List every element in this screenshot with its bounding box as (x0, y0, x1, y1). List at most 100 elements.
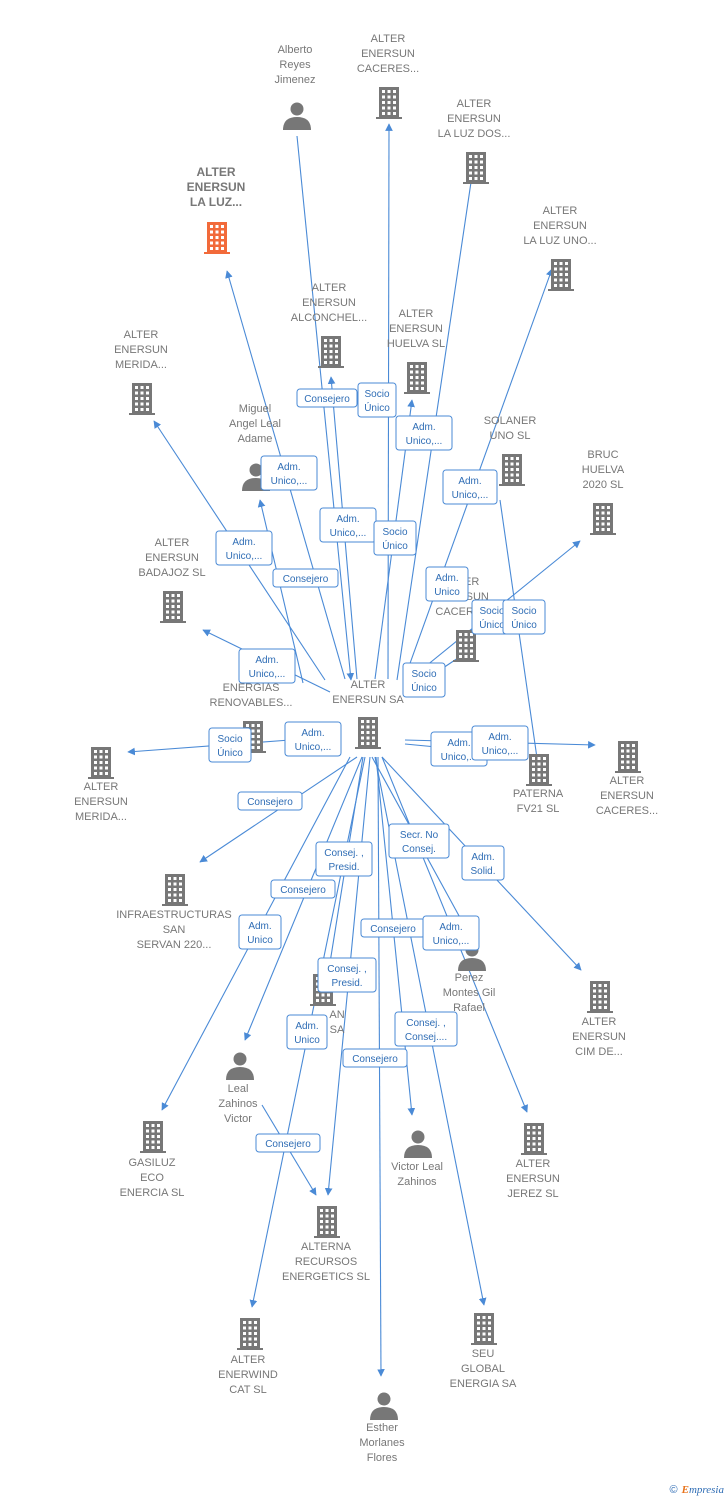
edge-label-box (502, 599, 546, 635)
node-label-line: Victor (224, 1113, 252, 1125)
node-label-line: CAT SL (229, 1384, 267, 1396)
node-n-merida-top[interactable]: ALTERENERSUNMERIDA... (114, 329, 168, 415)
building-icon (615, 741, 641, 773)
node-label-line: HUELVA (582, 464, 625, 476)
node-label-line: UNO SL (490, 430, 531, 442)
edge-label-text: Único (364, 401, 390, 414)
edge-label-text: Unico (247, 935, 273, 946)
building-icon (521, 1123, 547, 1155)
edge-label-text: Unico,... (441, 752, 478, 763)
edge-label-text: Consejero (370, 924, 416, 935)
edge-label-box (238, 648, 296, 684)
node-label-line: Adame (238, 433, 273, 445)
edge-label-text: Adm. (439, 922, 462, 933)
node-label-line: ECO (140, 1172, 164, 1184)
edge-label-text: Unico (294, 1035, 320, 1046)
node-n-bruc[interactable]: BRUC HUELVA 2020 SL (582, 449, 625, 535)
node-n-enerwind[interactable]: ALTER ENERWIND CAT SL (218, 1318, 278, 1396)
building-icon (162, 874, 188, 906)
edge-label-box (395, 415, 453, 451)
building-icon (587, 981, 613, 1013)
node-label-line: CACERES... (357, 63, 419, 75)
edge-label-box (394, 1011, 458, 1047)
building-icon (88, 747, 114, 779)
edge-label-text: Adm. (447, 738, 470, 749)
footer-credit[interactable]: ©Empresia (670, 1484, 725, 1496)
node-label-line: PATERNA (513, 788, 564, 800)
edge-label-box (373, 520, 417, 556)
edge-label-text: Socio (382, 527, 407, 538)
node-label-line: Jimenez (275, 74, 316, 86)
node-label-line: ENERSUN (389, 323, 443, 335)
node-label-line: 2020 SL (583, 479, 624, 491)
edge-label-box (296, 388, 358, 408)
node-label-line: ENERGIAS (223, 682, 280, 694)
edge-label-text: Adm. (471, 852, 494, 863)
edge-label: Adm.Unico,... (471, 725, 529, 761)
edge-label-text: Unico (434, 587, 460, 598)
node-label-line: BRUC (587, 449, 618, 461)
node-label-line: ENERSUN (145, 552, 199, 564)
building-icon (471, 1313, 497, 1345)
node-n-alconchel[interactable]: ALTERENERSUNALCONCHEL... (291, 282, 367, 368)
edge-label-text: Socio (479, 606, 504, 617)
edge-label: Consejero (360, 918, 426, 938)
edge-label-text: Adm. (301, 728, 324, 739)
edge-label: Adm.Unico,... (442, 469, 498, 505)
edge-label-box (342, 1048, 408, 1068)
edge-label-text: Presid. (328, 862, 359, 873)
node-label-line: ENERWIND (218, 1369, 278, 1381)
node-label-line: ALTER (155, 537, 190, 549)
node-label-line: ENERSUN (302, 297, 356, 309)
edge-label-text: Único (511, 618, 537, 631)
node-label-line: ALCONCHEL... (291, 312, 367, 324)
edge-label-text: Adm. (232, 537, 255, 548)
person-icon (404, 1130, 432, 1158)
building-icon (355, 717, 381, 749)
node-label-line: MERIDA... (75, 811, 127, 823)
node-n-caceres-right[interactable]: ALTERENERSUNCACERES... (596, 741, 658, 817)
brand-logo: Empresia (681, 1484, 724, 1496)
node-label-line: Miguel (239, 403, 271, 415)
node-label-line: ALTER (231, 1354, 266, 1366)
edge-label-text: Secr. No (400, 830, 439, 841)
node-n-caceres-top[interactable]: ALTERENERSUNCACERES... (357, 33, 419, 119)
node-label-line: Victor Leal (391, 1161, 443, 1173)
node-label-line: ALTER (196, 165, 235, 179)
edge-label-text: Adm. (277, 462, 300, 473)
edge-label-box (425, 566, 469, 602)
node-label-line: ENERSUN (600, 790, 654, 802)
node-label-line: SA (330, 1024, 345, 1036)
edge-label-box (238, 914, 282, 950)
node-label-line: Montes Gil (443, 987, 496, 999)
edge-label-text: Adm. (248, 921, 271, 932)
edge-label-text: Adm. (336, 514, 359, 525)
building-icon (140, 1121, 166, 1153)
node-label-line: ENERGETICS SL (282, 1271, 370, 1283)
node-n-merida-left[interactable]: ALTERENERSUNMERIDA... (74, 747, 128, 823)
node-label-line: ALTER (371, 33, 406, 45)
edge-label-text: Consej. , (327, 964, 366, 975)
building-icon (376, 87, 402, 119)
